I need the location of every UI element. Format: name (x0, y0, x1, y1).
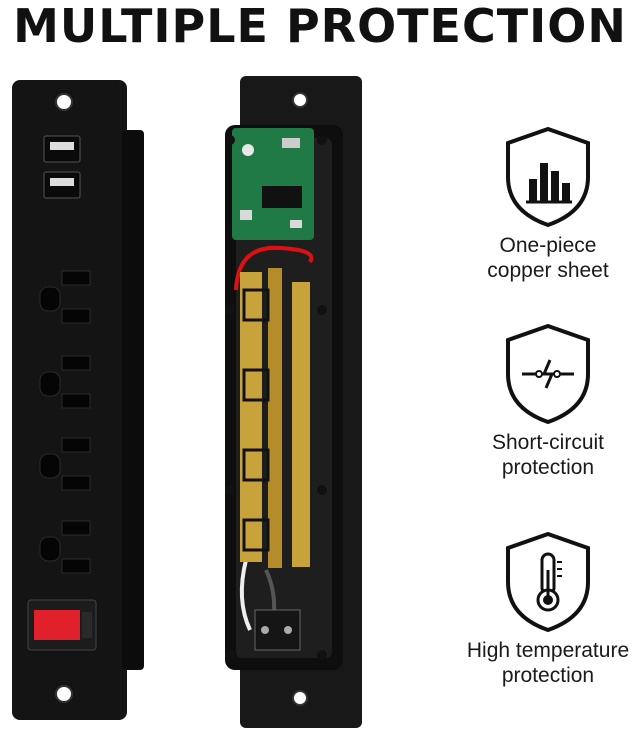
thermometer-icon (506, 531, 590, 633)
copper-sheet-icon (506, 126, 590, 228)
feature-short-circuit: Short-circuit protection (453, 322, 640, 480)
feature-label-line1: One-piece (499, 234, 597, 257)
feature-copper-sheet: One-piece copper sheet (453, 125, 640, 283)
feature-label-line1: High temperature (466, 639, 630, 662)
feature-high-temperature: High temperature protection (453, 530, 640, 688)
power-strip-image (12, 76, 362, 728)
assembled-power-strip (12, 80, 144, 720)
feature-label-line2: protection (501, 664, 595, 687)
copper-sheets (240, 268, 310, 568)
headline: MULTIPLE PROTECTION (13, 0, 627, 53)
opened-power-strip (225, 76, 362, 728)
short-circuit-icon (506, 323, 590, 425)
circuit-board (232, 128, 314, 240)
feature-label-line2: protection (501, 456, 595, 479)
usb-ports (43, 135, 81, 199)
outlets (39, 270, 91, 574)
feature-label-line2: copper sheet (487, 259, 609, 282)
feature-label-line1: Short-circuit (491, 431, 605, 454)
power-switch (27, 599, 97, 651)
